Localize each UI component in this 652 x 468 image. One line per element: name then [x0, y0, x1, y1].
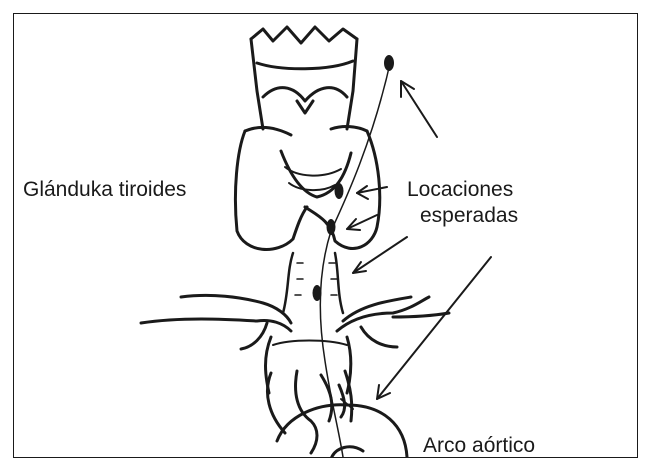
location-dot-3 [313, 285, 322, 301]
diagram-frame: Glánduka tiroides Locaciones esperadas A… [13, 13, 638, 458]
arrow-locacion-3 [353, 237, 407, 273]
arrows [347, 81, 491, 399]
arrow-upper [401, 81, 437, 137]
arrow-aortic [377, 257, 491, 399]
expected-locations-label-line2: esperadas [420, 204, 518, 228]
expected-locations-label-line1: Locaciones [407, 178, 513, 202]
larynx-cartilage [251, 27, 357, 129]
arrow-locacion-2 [347, 215, 377, 229]
location-dot-1 [335, 183, 344, 199]
aortic-arch-label: Arco aórtico [423, 434, 535, 458]
location-dot-upper [384, 55, 394, 71]
thyroid-label: Glánduka tiroides [23, 178, 186, 202]
anatomy-illustration [14, 14, 638, 458]
trachea [283, 253, 343, 313]
thyroid-gland [235, 127, 379, 250]
location-dot-2 [327, 219, 336, 235]
